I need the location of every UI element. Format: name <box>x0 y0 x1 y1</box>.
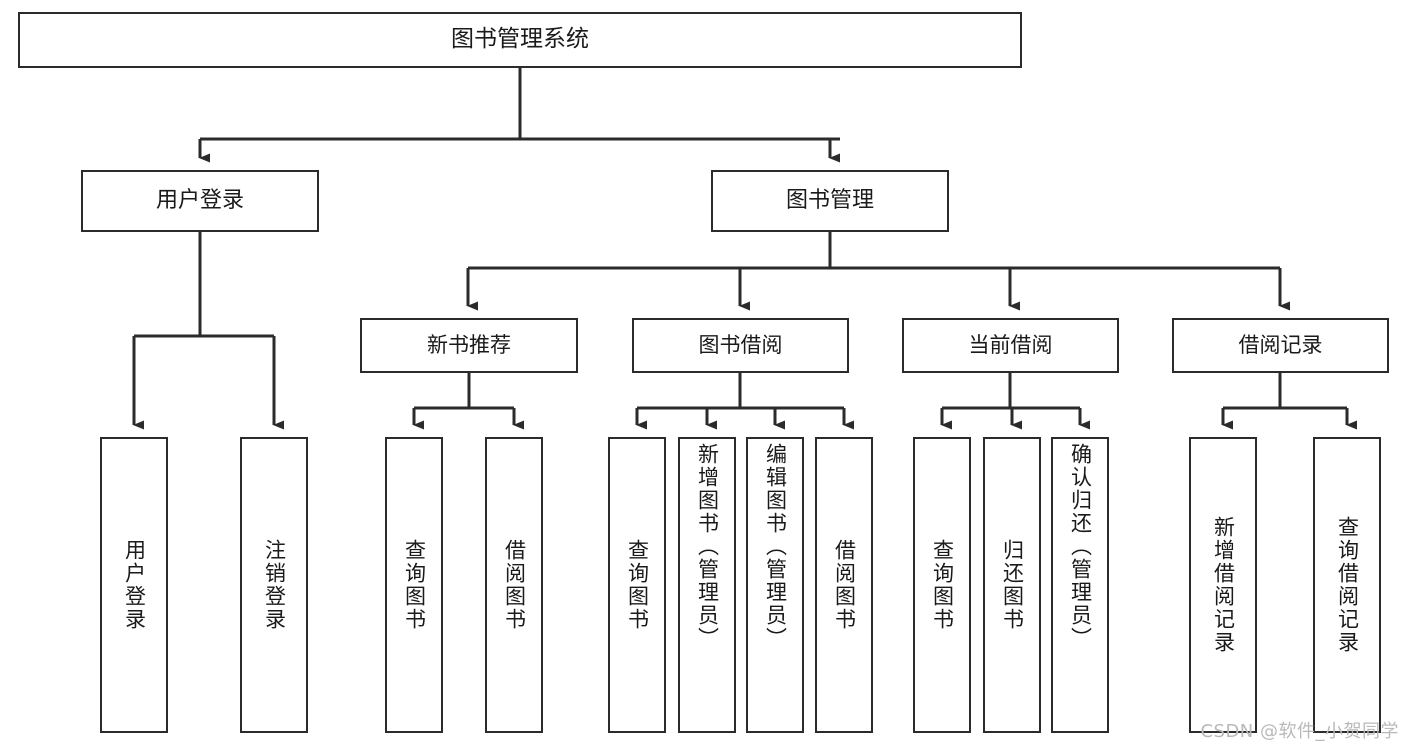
node-leaf-confirm-return-label: 确认归还（管理员） <box>1068 443 1093 650</box>
csdn-watermark: CSDN @软件_小贺同学 <box>1200 721 1399 742</box>
node-leaf-query-book-1[interactable]: 查询图书 <box>385 437 443 733</box>
node-leaf-user-login[interactable]: 用户登录 <box>100 437 168 733</box>
node-new-book-rec-label: 新书推荐 <box>427 333 511 358</box>
node-leaf-query-book-3-label: 查询图书 <box>930 539 955 631</box>
node-leaf-user-logout-label: 注销登录 <box>262 539 287 631</box>
node-book-manage[interactable]: 图书管理 <box>711 170 949 232</box>
node-book-borrow[interactable]: 图书借阅 <box>632 318 849 373</box>
node-leaf-add-record-label: 新增借阅记录 <box>1211 516 1236 654</box>
node-new-book-rec[interactable]: 新书推荐 <box>360 318 578 373</box>
node-leaf-query-record-label: 查询借阅记录 <box>1335 516 1360 654</box>
node-leaf-edit-book[interactable]: 编辑图书（管理员） <box>746 437 804 733</box>
node-leaf-borrow-book-2[interactable]: 借阅图书 <box>815 437 873 733</box>
node-leaf-borrow-book-2-label: 借阅图书 <box>832 539 857 631</box>
node-leaf-user-logout[interactable]: 注销登录 <box>240 437 308 733</box>
node-leaf-confirm-return[interactable]: 确认归还（管理员） <box>1051 437 1109 733</box>
node-leaf-query-book-3[interactable]: 查询图书 <box>913 437 971 733</box>
node-borrow-record-label: 借阅记录 <box>1238 333 1323 358</box>
node-leaf-add-book[interactable]: 新增图书（管理员） <box>678 437 736 733</box>
node-current-borrow[interactable]: 当前借阅 <box>902 318 1119 373</box>
node-current-borrow-label: 当前借阅 <box>968 333 1053 358</box>
node-leaf-user-login-label: 用户登录 <box>122 539 147 631</box>
node-leaf-return-book-label: 归还图书 <box>1000 539 1025 631</box>
node-root[interactable]: 图书管理系统 <box>18 12 1022 68</box>
node-leaf-return-book[interactable]: 归还图书 <box>983 437 1041 733</box>
node-book-borrow-label: 图书借阅 <box>698 333 783 358</box>
node-user-login-label: 用户登录 <box>155 188 244 214</box>
node-leaf-edit-book-label: 编辑图书（管理员） <box>763 443 788 650</box>
node-root-label: 图书管理系统 <box>451 26 589 53</box>
node-leaf-borrow-book-1[interactable]: 借阅图书 <box>485 437 543 733</box>
node-user-login[interactable]: 用户登录 <box>81 170 319 232</box>
node-borrow-record[interactable]: 借阅记录 <box>1172 318 1389 373</box>
node-leaf-add-record[interactable]: 新增借阅记录 <box>1189 437 1257 733</box>
node-book-manage-label: 图书管理 <box>785 188 874 214</box>
node-leaf-query-book-2[interactable]: 查询图书 <box>608 437 666 733</box>
node-leaf-query-book-2-label: 查询图书 <box>625 539 650 631</box>
node-leaf-query-book-1-label: 查询图书 <box>402 539 427 631</box>
node-leaf-borrow-book-1-label: 借阅图书 <box>502 539 527 631</box>
node-leaf-query-record[interactable]: 查询借阅记录 <box>1313 437 1381 733</box>
node-leaf-add-book-label: 新增图书（管理员） <box>695 443 720 650</box>
